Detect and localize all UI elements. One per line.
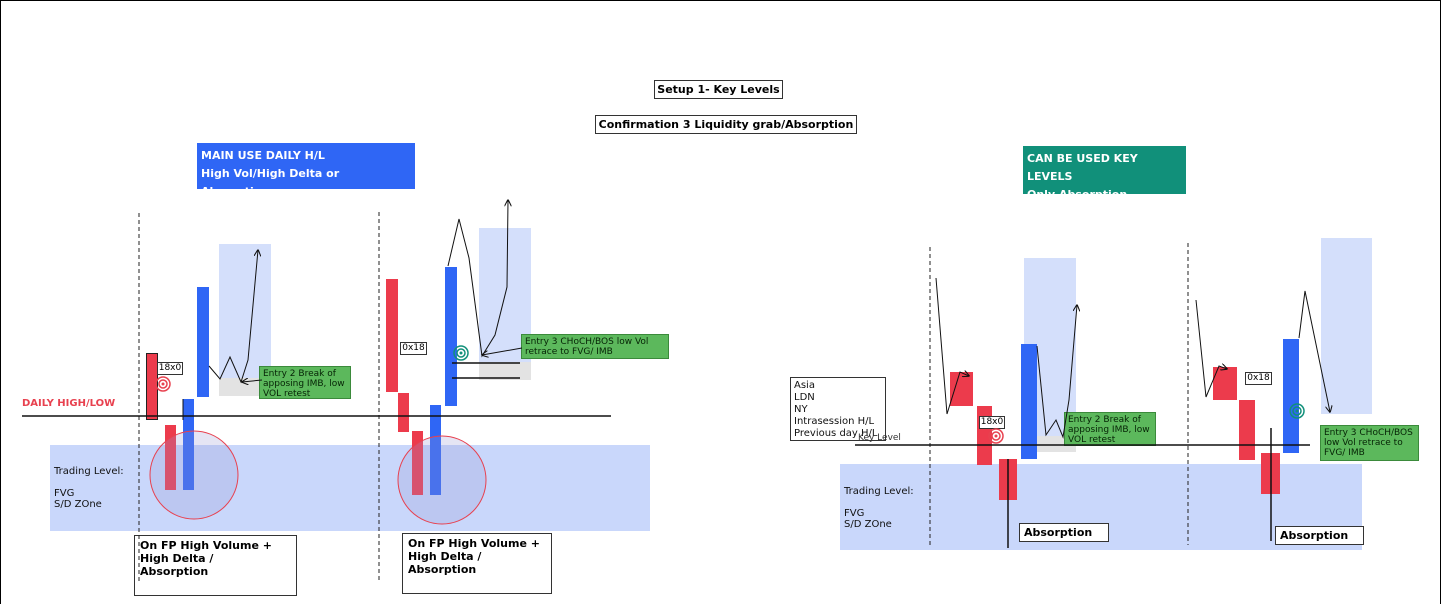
right-zone-label: Trading Level: FVG S/D ZOne bbox=[844, 486, 914, 530]
right-tag-18x0: 18x0 bbox=[979, 416, 1005, 429]
right-header-line1: CAN BE USED KEY LEVELS bbox=[1027, 152, 1138, 183]
left-grey-zone-1 bbox=[219, 378, 271, 396]
right-note-entry2: Entry 2 Break of apposing IMB, low VOL r… bbox=[1064, 412, 1156, 446]
diagram-title: Setup 1- Key Levels bbox=[654, 80, 783, 99]
left-candle-bull-3 bbox=[430, 405, 441, 495]
right-retrace-zone-2 bbox=[1321, 238, 1372, 414]
left-tag-18x0: 18x0 bbox=[157, 362, 183, 375]
left-tag-0x18: 0x18 bbox=[400, 342, 427, 355]
left-zone-label: Trading Level: FVG S/D ZOne bbox=[54, 466, 124, 510]
right-absorption-box-1: Absorption bbox=[1019, 523, 1109, 542]
diagram-subtitle: Confirmation 3 Liquidity grab/Absorption bbox=[595, 115, 857, 134]
left-price-path-2 bbox=[447, 200, 508, 358]
right-grey-zone-1 bbox=[1024, 436, 1076, 452]
right-absorption-box-2: Absorption bbox=[1275, 526, 1364, 545]
right-price-path-1 bbox=[935, 277, 969, 415]
right-candle-bear-1 bbox=[950, 372, 973, 406]
right-target-icon-red bbox=[988, 428, 1004, 444]
left-absorption-circle-1 bbox=[149, 430, 239, 520]
left-header: MAIN USE DAILY H/L High Vol/High Delta o… bbox=[197, 143, 415, 198]
left-grey-zone-2 bbox=[479, 362, 531, 380]
right-header-line2: Only Absorption bbox=[1027, 188, 1128, 201]
left-header-line2: High Vol/High Delta or Absorption bbox=[201, 167, 340, 198]
left-candle-bear-5 bbox=[412, 431, 423, 495]
right-target-icon-teal bbox=[1289, 403, 1305, 419]
right-price-path-4 bbox=[1298, 290, 1330, 412]
left-target-icon-teal bbox=[453, 345, 469, 361]
right-note-entry3: Entry 3 CHoCH/BOS low Vol retrace to FVG… bbox=[1320, 425, 1419, 461]
left-price-path-1 bbox=[208, 250, 258, 384]
left-candle-bear-3 bbox=[386, 279, 398, 392]
right-candle-bull-2 bbox=[1283, 339, 1299, 453]
right-candle-bear-4 bbox=[1213, 367, 1237, 400]
left-note-entry3: Entry 3 CHoCH/BOS low Vol retrace to FVG… bbox=[521, 334, 669, 359]
left-arrow-entry2 bbox=[242, 380, 263, 382]
right-candle-bull-1 bbox=[1021, 344, 1037, 459]
left-fp-box-1: On FP High Volume + High Delta / Absorpt… bbox=[134, 535, 297, 596]
left-trading-zone bbox=[50, 445, 650, 531]
right-levels-list: Asia LDN NY Intrasession H/L Previous da… bbox=[790, 377, 886, 441]
left-candle-bear-4 bbox=[398, 393, 409, 432]
left-candle-bull-1 bbox=[183, 399, 194, 490]
left-candle-bear-1 bbox=[146, 353, 158, 420]
left-absorption-circle-2 bbox=[397, 435, 487, 525]
daily-level-label: DAILY HIGH/LOW bbox=[22, 398, 116, 409]
left-candle-bear-2 bbox=[165, 425, 176, 490]
left-arrow-entry3 bbox=[482, 347, 523, 355]
key-level-label: Key Level bbox=[858, 433, 901, 443]
left-fp-box-2: On FP High Volume + High Delta / Absorpt… bbox=[402, 533, 552, 594]
right-tag-0x18: 0x18 bbox=[1245, 372, 1272, 385]
right-header: CAN BE USED KEY LEVELS Only Absorption bbox=[1023, 146, 1186, 201]
left-candle-bull-4 bbox=[445, 267, 457, 406]
left-note-entry2: Entry 2 Break of apposing IMB, low VOL r… bbox=[259, 366, 351, 399]
left-candle-bull-2 bbox=[197, 287, 209, 397]
left-header-line1: MAIN USE DAILY H/L bbox=[201, 149, 325, 162]
right-price-path-3 bbox=[1195, 299, 1227, 398]
left-target-icon-red bbox=[155, 376, 171, 392]
right-price-path-2 bbox=[1036, 305, 1077, 439]
